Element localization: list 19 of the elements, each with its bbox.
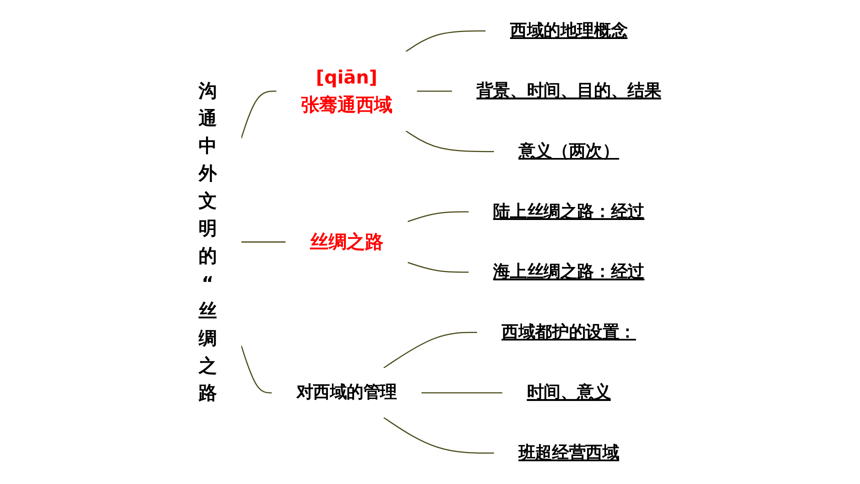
connector <box>408 262 469 273</box>
connector <box>422 392 503 394</box>
node-text: 背景、时间、目的、结果 <box>476 82 662 101</box>
connector <box>406 30 486 52</box>
node-text: 西域的地理概念 <box>510 21 628 40</box>
connector <box>384 417 494 454</box>
node-text: 丝绸之路 <box>310 231 384 253</box>
node-text: 西域都护的设置： <box>502 322 636 342</box>
node-text: 沟通中外文明的“丝绸之路 <box>198 80 218 404</box>
connector <box>406 130 494 152</box>
connector <box>384 332 478 368</box>
node-text: 对西域的管理 <box>296 383 398 402</box>
connector <box>408 211 469 222</box>
connector <box>240 90 277 139</box>
node-text: 时间、意义 <box>526 383 611 402</box>
node-text: [qiān] 张骞通西域 <box>300 66 393 116</box>
connector <box>240 345 272 394</box>
connector <box>417 90 452 92</box>
connector <box>241 241 286 243</box>
